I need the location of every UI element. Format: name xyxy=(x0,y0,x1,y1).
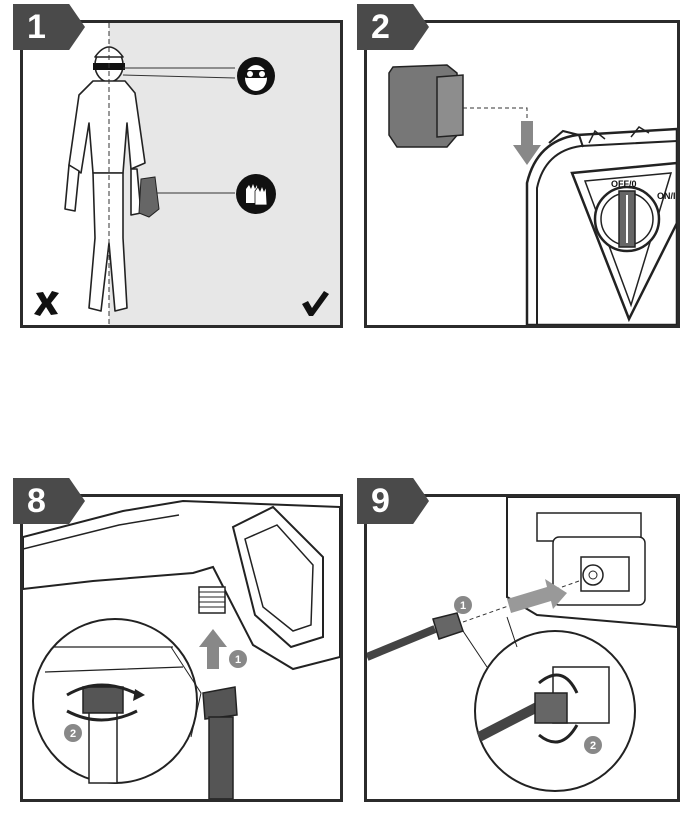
step-8-illustration: 1 2 xyxy=(23,499,340,799)
callout-2: 2 xyxy=(590,740,596,752)
gloves-icon xyxy=(236,174,276,214)
step-2-illustration: OFF/0 ON/I xyxy=(388,64,677,325)
step-9-illustration: 1 2 xyxy=(367,497,677,792)
step-2-panel: OFF/0 ON/I xyxy=(364,20,680,328)
switch-on-label: ON/I xyxy=(657,191,676,201)
check-mark-icon xyxy=(302,291,329,316)
step-8-panel: 1 2 xyxy=(20,494,343,802)
switch-off-label: OFF/0 xyxy=(611,179,637,189)
step-8-badge: 8 xyxy=(13,478,85,524)
safety-goggles-icon xyxy=(237,57,275,95)
step-2-badge: 2 xyxy=(357,4,429,50)
callout-1: 1 xyxy=(460,600,466,612)
step-1-panel xyxy=(20,20,343,328)
step-1-illustration xyxy=(64,23,340,325)
x-mark-icon xyxy=(34,291,59,316)
callout-2: 2 xyxy=(70,728,76,740)
step-9-badge: 9 xyxy=(357,478,429,524)
callout-1: 1 xyxy=(235,654,241,666)
step-1-badge: 1 xyxy=(13,4,85,50)
step-9-panel: 1 2 xyxy=(364,494,680,802)
